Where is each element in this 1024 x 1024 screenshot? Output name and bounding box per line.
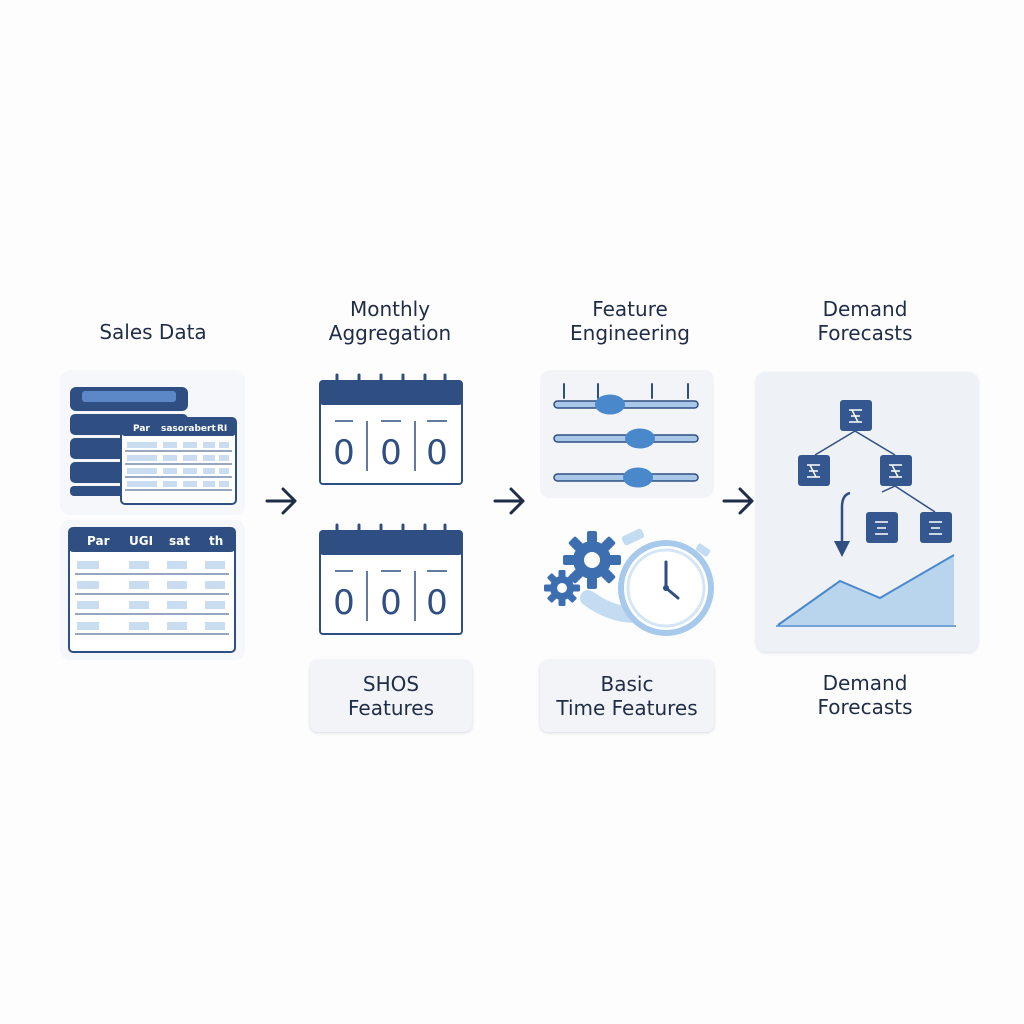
sales-table-bottom-header-1: Par (87, 534, 110, 548)
shos-features-label: SHOS Features (310, 660, 472, 732)
tree-node (880, 455, 912, 486)
sales-table-top: Par sasorabert RI (120, 417, 237, 505)
tree-node (920, 512, 952, 543)
demand-forecasts-label: Demand Forecasts (817, 671, 913, 719)
sliders-icon (553, 383, 699, 488)
forecast-tree-chart (776, 400, 956, 627)
stage-title-sales-data: Sales Data (99, 320, 207, 344)
arrow-right-icon (265, 487, 297, 515)
tree-node (798, 455, 830, 486)
gear-icon (563, 531, 621, 589)
arrow-right-icon (722, 487, 754, 515)
down-arrow-icon (834, 491, 851, 557)
calendar-digit: 0 (426, 583, 448, 623)
sales-table-top-header-1: Par (133, 424, 150, 434)
sales-table-top-grid (125, 442, 232, 491)
sales-table-top-header-3: RI (217, 424, 227, 434)
sales-table-bottom-header-2: UGI (129, 534, 153, 548)
basic-time-features-label: Basic Time Features (540, 660, 714, 732)
stage-title-feature-engineering: Feature Engineering (570, 297, 690, 345)
stopwatch-icon (580, 528, 714, 636)
gear-icon (544, 570, 580, 606)
sales-table-bottom: Par UGI sat th (68, 527, 236, 653)
calendar-digit: 0 (333, 583, 355, 623)
calendar-digit: 0 (426, 433, 448, 473)
calendar-digit: 0 (380, 433, 402, 473)
tree-node (866, 512, 898, 543)
sales-table-bottom-header-4: th (209, 534, 223, 548)
sales-table-bottom-grid (75, 561, 229, 635)
calendar-digit: 0 (333, 433, 355, 473)
stage-title-demand-forecasts: Demand Forecasts (817, 297, 913, 345)
forecast-area-chart (776, 554, 956, 627)
calendar-icon: 0 0 0 (319, 523, 463, 635)
calendar-icon: 0 0 0 (319, 373, 463, 485)
sales-table-top-header-2: sasorabert (161, 424, 216, 434)
arrow-right-icon (493, 487, 525, 515)
sales-table-bottom-header-3: sat (169, 534, 190, 548)
tree-node-root (840, 400, 872, 431)
stage-title-monthly-aggregation: Monthly Aggregation (328, 297, 452, 345)
calendar-digit: 0 (380, 583, 402, 623)
